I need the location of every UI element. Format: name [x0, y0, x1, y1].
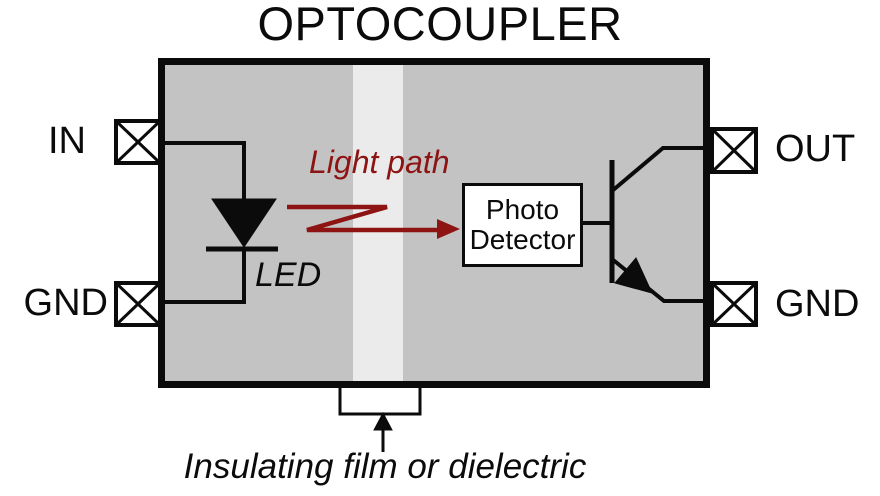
- photo-detector-box: Photo Detector: [462, 183, 583, 267]
- pin-label-in: IN: [48, 120, 86, 162]
- insulating-film-caption: Insulating film or dielectric: [183, 447, 587, 486]
- photo-detector-label-line2: Detector: [469, 224, 576, 255]
- dielectric-bracket: [338, 388, 422, 416]
- pin-label-out: OUT: [775, 128, 856, 170]
- transistor-emitter-arrow: [614, 257, 653, 294]
- pin-in-icon: [114, 119, 162, 165]
- photo-detector-label-line1: Photo: [485, 194, 560, 225]
- pin-out-icon: [710, 127, 758, 174]
- led-cathode-wire: [158, 249, 246, 304]
- diagram-title: OPTOCOUPLER: [257, 0, 623, 50]
- pin-gnd-right-icon: [710, 281, 758, 327]
- light-path-arrowhead: [437, 219, 460, 239]
- caption-arrow-head-icon: [373, 411, 393, 431]
- light-path-arrow: [287, 204, 442, 233]
- led-label: LED: [255, 256, 322, 294]
- led-anode-wire: [158, 141, 246, 199]
- led-diode-triangle: [211, 198, 277, 248]
- light-path-label: Light path: [309, 144, 450, 180]
- dielectric-stripe: [353, 65, 403, 381]
- pin-label-gnd-left: GND: [23, 282, 108, 324]
- pin-gnd-left-icon: [114, 281, 162, 327]
- transistor-collector-wire: [610, 146, 712, 193]
- pin-label-gnd-right: GND: [775, 283, 860, 325]
